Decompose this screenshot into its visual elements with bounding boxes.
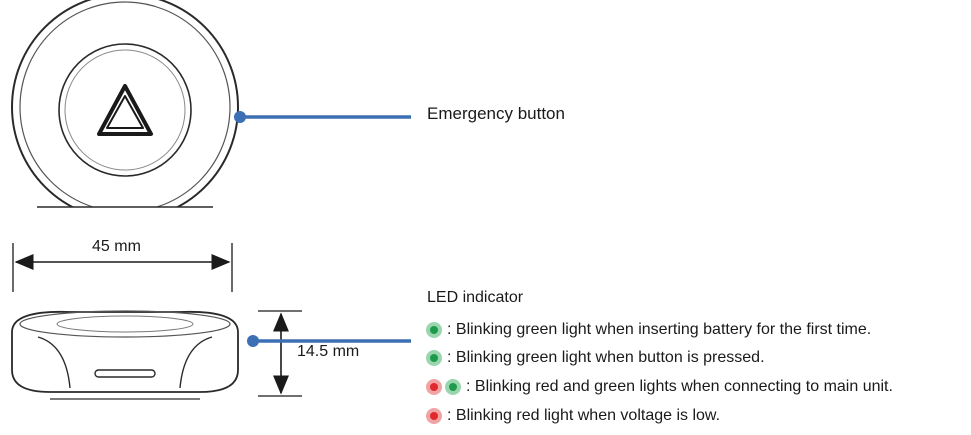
green-led-icon [426,350,442,366]
led-row-text: : Blinking green light when inserting ba… [447,321,872,338]
led-row-text: : Blinking red and green lights when con… [466,378,893,395]
device-top-view [0,0,260,237]
led-indicator-title: LED indicator [427,289,524,306]
device-side-view [11,310,239,400]
height-dimension-label: 14.5 mm [297,343,360,360]
green-led-icon [426,322,442,338]
width-dimension-label: 45 mm [92,238,141,255]
led-row-connecting: : Blinking red and green lights when con… [426,376,893,398]
led-row-button-pressed: : Blinking green light when button is pr… [426,347,765,369]
led-row-text: : Blinking green light when button is pr… [447,349,765,366]
triangle-icon [97,84,153,136]
red-led-icon [426,379,442,395]
led-indicator-callout [247,335,411,347]
led-row-text: : Blinking red light when voltage is low… [447,407,721,424]
height-dimension [258,310,302,397]
width-dimension [12,243,233,292]
red-led-icon [426,408,442,424]
led-row-low-voltage: : Blinking red light when voltage is low… [426,405,720,427]
led-row-battery: : Blinking green light when inserting ba… [426,319,871,341]
emergency-button-callout [234,111,411,123]
green-led-icon [445,379,461,395]
emergency-button-label: Emergency button [427,104,565,123]
